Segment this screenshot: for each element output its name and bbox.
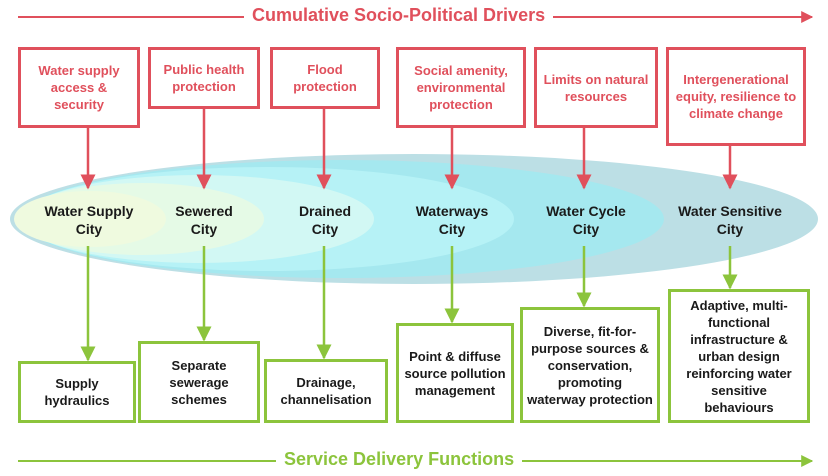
service-box-adaptive-infrastructure: Adaptive, multi-functional infrastructur… — [668, 289, 810, 423]
services-heading: Service Delivery Functions — [276, 448, 523, 470]
city-label-water-cycle: Water Cycle City — [546, 203, 626, 237]
driver-box-water-supply: Water supply access & security — [18, 47, 140, 128]
city-label-drained: Drained City — [298, 203, 352, 237]
city-ellipse-water-supply — [14, 191, 166, 247]
driver-box-social-amenity: Social amenity, environmental protection — [396, 47, 526, 128]
city-label-waterways: Waterways City — [415, 203, 489, 237]
drivers-heading: Cumulative Socio-Political Drivers — [244, 4, 554, 26]
service-box-pollution-management: Point & diffuse source pollution managem… — [396, 323, 514, 423]
driver-box-limits-resources: Limits on natural resources — [534, 47, 658, 128]
driver-box-public-health: Public health protection — [148, 47, 260, 109]
service-box-diverse-sources: Diverse, fit-for-purpose sources & conse… — [520, 307, 660, 423]
city-label-sewered: Sewered City — [175, 203, 233, 237]
city-label-water-sensitive: Water Sensitive City — [678, 203, 782, 237]
service-box-separate-sewerage: Separate sewerage schemes — [138, 341, 260, 423]
service-box-supply-hydraulics: Supply hydraulics — [18, 361, 136, 423]
city-label-water-supply: Water Supply City — [44, 203, 134, 237]
service-box-drainage: Drainage, channelisation — [264, 359, 388, 423]
driver-box-flood: Flood protection — [270, 47, 380, 109]
driver-box-intergenerational: Intergenerational equity, resilience to … — [666, 47, 806, 146]
